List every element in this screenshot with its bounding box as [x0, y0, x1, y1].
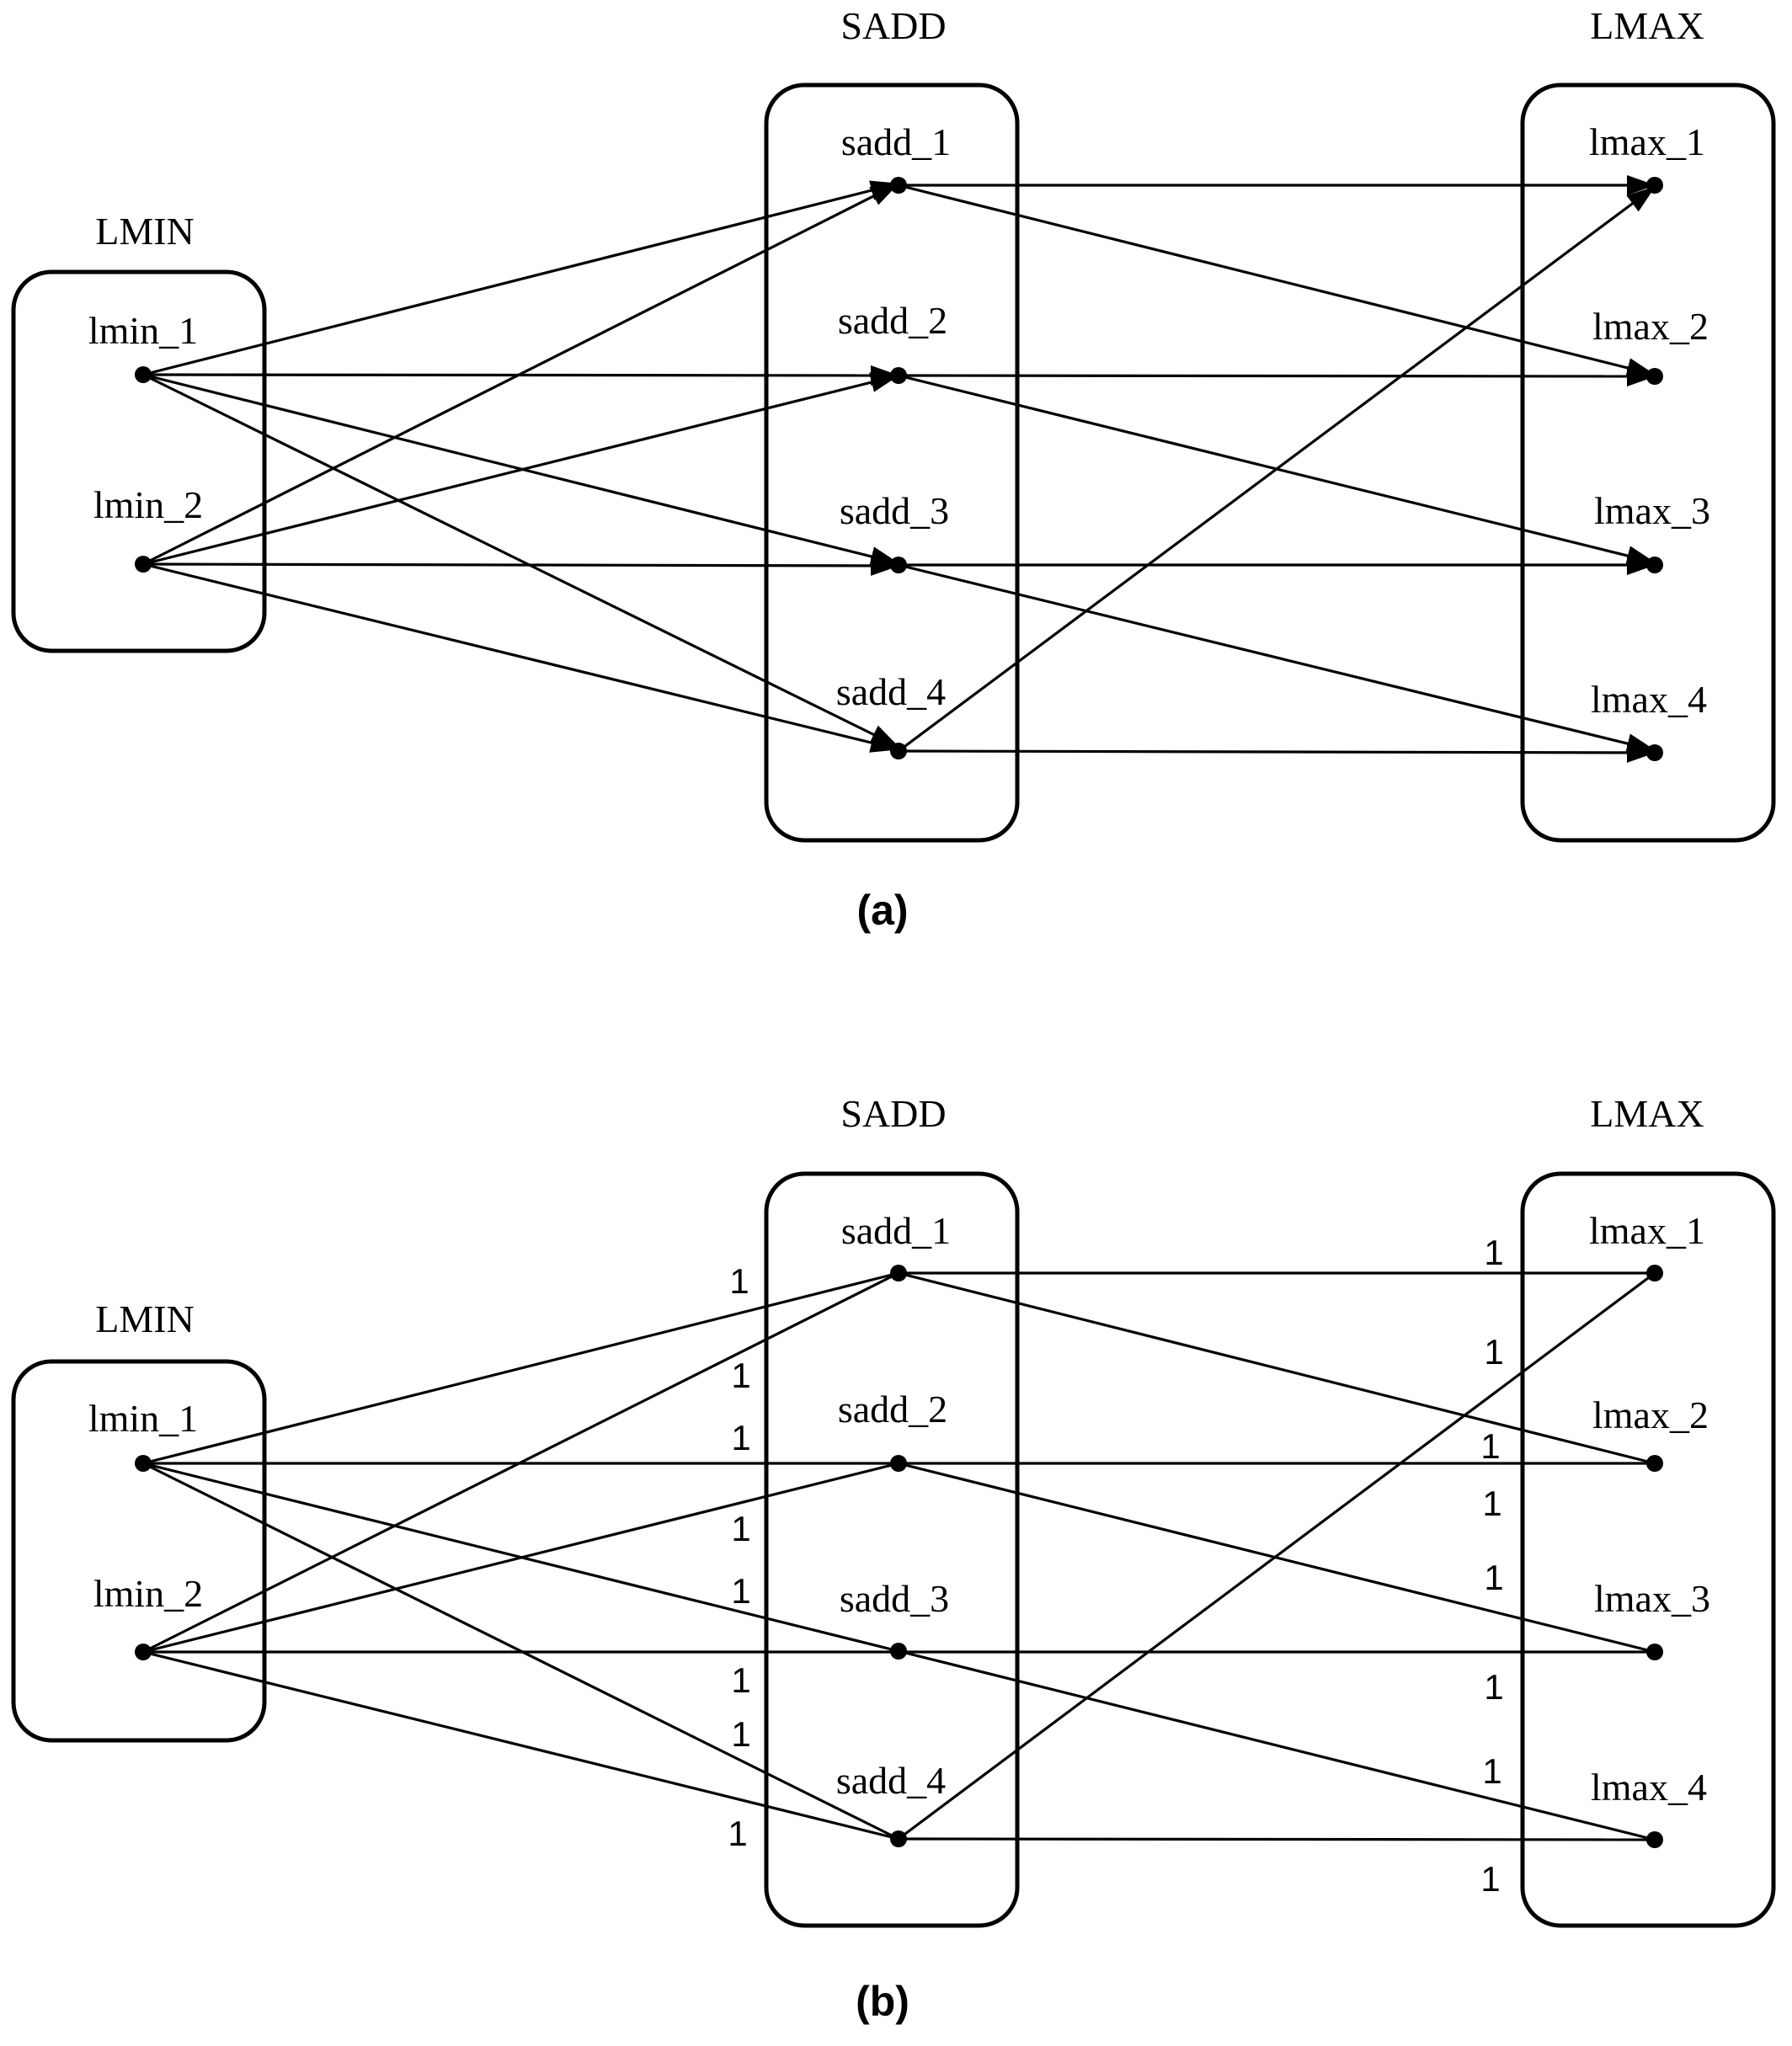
- node-lmax-1: [1646, 177, 1663, 194]
- node-sadd-3: [890, 557, 907, 573]
- node-label: sadd_2: [838, 1388, 947, 1431]
- edge-weight: 1: [731, 1418, 750, 1457]
- node-label: sadd_1: [841, 120, 951, 163]
- edge-lmin2-sadd3: [142, 555, 899, 576]
- lmin-group-box: [11, 1359, 267, 1743]
- node-label: lmin_2: [93, 1572, 203, 1615]
- node-sadd-1: [890, 1265, 907, 1281]
- node-label: sadd_2: [838, 299, 947, 342]
- sadd-group-title: SADD: [840, 1092, 946, 1135]
- lmax-group-box: [1520, 1171, 1776, 1928]
- edge-weight: 1: [731, 1571, 750, 1611]
- lmin-group-box: [11, 269, 267, 653]
- panel-a: LMIN SADD LMAX: [11, 4, 1776, 934]
- node-label: sadd_4: [836, 670, 946, 713]
- edge-weight: 1: [1484, 1332, 1503, 1372]
- panel-caption: (a): [856, 887, 908, 934]
- node-sadd-4: [890, 1830, 907, 1847]
- node-lmax-2: [1646, 368, 1663, 385]
- edges-b: [142, 1271, 1656, 1841]
- edge-lmin2-sadd4: [142, 562, 899, 753]
- node-lmax-4: [1646, 1831, 1663, 1848]
- panel-caption: (b): [856, 1978, 909, 2025]
- edge-weight: 1: [731, 1356, 750, 1395]
- edge-weight: 1: [1484, 1233, 1503, 1272]
- lmin-group-title: LMIN: [95, 210, 195, 253]
- sadd-group-title: SADD: [840, 4, 946, 47]
- edge-sadd4-lmax4: [898, 1837, 1656, 1841]
- edge-weight: 1: [731, 1714, 750, 1754]
- node-sadd-4: [890, 743, 907, 759]
- node-sadd-1: [890, 177, 907, 194]
- edge-weight: 1: [728, 1814, 747, 1853]
- node-label: lmax_2: [1592, 1393, 1709, 1436]
- edge-lmin2-sadd2: [142, 1462, 899, 1654]
- panel-b: LMIN SADD LMAX: [11, 1092, 1776, 2025]
- edge-sadd2-lmax3: [898, 1462, 1656, 1654]
- node-lmax-2: [1646, 1455, 1663, 1472]
- node-sadd-2: [890, 1455, 907, 1472]
- nodes-b: [135, 1265, 1663, 1848]
- node-lmax-1: [1646, 1265, 1663, 1281]
- edge-lmin2-sadd4: [142, 1650, 899, 1841]
- edge-weight: 1: [1482, 1484, 1501, 1523]
- node-label: lmax_1: [1589, 120, 1705, 163]
- lmax-group-box: [1520, 83, 1776, 843]
- edge-lmin2-sadd1: [142, 182, 899, 566]
- node-label: sadd_1: [841, 1209, 951, 1252]
- edge-sadd4-lmax1: [898, 1271, 1656, 1841]
- node-sadd-3: [890, 1643, 907, 1660]
- edge-weights: 1 1 1 1 1 1 1 1 1 1 1 1 1 1 1 1: [728, 1233, 1503, 1899]
- edge-sadd4-lmax1: [898, 185, 1656, 753]
- node-lmin-2: [135, 556, 152, 573]
- edge-sadd1-lmax2: [898, 184, 1656, 378]
- node-lmax-3: [1646, 1644, 1663, 1660]
- node-label: lmax_3: [1594, 489, 1710, 532]
- lmax-group-title: LMAX: [1590, 4, 1704, 47]
- edges-a: [142, 175, 1656, 763]
- node-label: lmax_1: [1589, 1209, 1705, 1252]
- edge-weight: 1: [729, 1261, 749, 1301]
- lmin-group-title: LMIN: [95, 1297, 195, 1340]
- edge-weight: 1: [1480, 1859, 1500, 1899]
- edge-weight: 1: [731, 1660, 750, 1700]
- node-label: lmax_4: [1591, 678, 1707, 721]
- node-labels-b: lmin_1 lmin_2 sadd_1 sadd_2 sadd_3 sadd_…: [88, 1209, 1710, 1809]
- edge-weight: 1: [1484, 1558, 1503, 1597]
- edge-lmin1-sadd1: [142, 1271, 899, 1465]
- sadd-group-box: [764, 1171, 1020, 1928]
- node-lmin-1: [135, 1455, 152, 1472]
- edge-weight: 1: [1484, 1667, 1503, 1707]
- node-lmax-4: [1646, 744, 1663, 761]
- node-label: lmin_2: [93, 483, 203, 526]
- node-labels-a: lmin_1 lmin_2 sadd_1 sadd_2 sadd_3 sadd_…: [88, 120, 1710, 721]
- edge-lmin2-sadd1: [142, 1271, 899, 1654]
- node-lmin-2: [135, 1644, 152, 1660]
- edge-sadd4-lmax4: [898, 742, 1656, 763]
- node-label: lmax_4: [1591, 1766, 1707, 1809]
- node-label: lmin_1: [88, 1397, 198, 1440]
- edge-weight: 1: [731, 1509, 750, 1548]
- edge-lmin1-sadd1: [142, 180, 899, 376]
- node-lmin-1: [135, 366, 152, 383]
- edge-weight: 1: [1482, 1751, 1501, 1791]
- node-label: lmin_1: [88, 309, 198, 352]
- node-sadd-2: [890, 367, 907, 384]
- node-label: sadd_3: [840, 1577, 949, 1620]
- node-label: lmax_3: [1594, 1577, 1710, 1620]
- node-lmax-3: [1646, 557, 1663, 573]
- node-label: lmax_2: [1592, 305, 1709, 348]
- node-label: sadd_3: [840, 489, 949, 532]
- edge-lmin2-sadd2: [142, 372, 899, 566]
- sadd-group-box: [764, 83, 1020, 843]
- edge-sadd3-lmax4: [898, 1649, 1656, 1841]
- edge-sadd3-lmax4: [898, 563, 1656, 754]
- edge-weight: 1: [1480, 1426, 1500, 1466]
- edge-lmin1-sadd4: [142, 373, 899, 749]
- nodes-a: [135, 177, 1663, 761]
- node-label: sadd_4: [836, 1759, 946, 1802]
- lmax-group-title: LMAX: [1590, 1092, 1704, 1135]
- edge-sadd1-lmax2: [898, 1271, 1656, 1465]
